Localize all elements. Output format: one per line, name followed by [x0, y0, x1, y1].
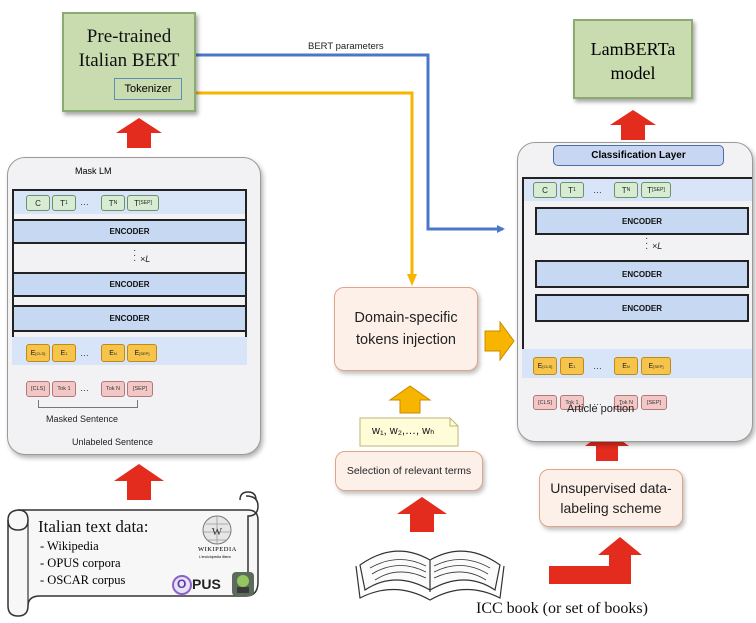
unlabeled-sentence-label: Unlabeled Sentence — [72, 437, 154, 447]
right-in-cls: [CLS] — [533, 395, 557, 410]
wikipedia-globe-icon: W — [202, 515, 232, 545]
bert-parameters-label: BERT parameters — [308, 41, 384, 52]
opus-logo-text: PUS — [192, 576, 221, 592]
right-out-ellipsis: … — [593, 185, 602, 195]
tokenizer-box: Tokenizer — [114, 78, 182, 100]
mask-lm-label: Mask LM — [75, 166, 112, 176]
pretrained-title-2: Italian BERT — [78, 50, 180, 71]
scroll-graphic — [7, 491, 259, 617]
left-in-tokn: Tok N — [101, 381, 125, 397]
article-portion-label: Article portion — [567, 403, 635, 415]
right-encoder-1: ENCODER — [535, 207, 749, 235]
yellow-arrow-right — [484, 320, 515, 362]
right-out-c: C — [533, 182, 557, 198]
wikipedia-sub-text: L'enciclopedia libera — [199, 555, 231, 559]
red-arrow-scroll — [114, 464, 164, 500]
scroll-item-opus: - OPUS corpora — [40, 556, 121, 570]
book-caption: ICC book (or set of books) — [476, 600, 648, 617]
scroll-title: Italian text data: — [38, 517, 149, 536]
right-encoder-2: ENCODER — [535, 260, 749, 288]
terms-note — [359, 417, 459, 447]
classification-layer-box: Classification Layer — [553, 145, 724, 166]
left-encoder-3: ENCODER — [12, 305, 247, 332]
red-arrow-lamberta — [610, 110, 656, 140]
right-in-tokn: Tok N — [614, 395, 638, 410]
red-arrow-unsupervised — [585, 430, 629, 461]
domain-line-1: Domain-specific — [354, 310, 458, 326]
right-in-ellipsis: … — [593, 397, 602, 407]
right-emb-sep: E[SEP] — [641, 357, 671, 375]
left-out-ellipsis: … — [80, 197, 89, 207]
lamberta-model-box: LamBERTa model — [573, 19, 693, 99]
unsupervised-line-2: labeling scheme — [560, 500, 662, 516]
book-icon — [355, 550, 505, 601]
left-encoder-1: ENCODER — [12, 219, 247, 244]
domain-line-2: tokens injection — [356, 332, 456, 348]
selection-terms-box: Selection of relevant terms — [335, 451, 483, 491]
left-xl-label: ×L — [140, 254, 151, 264]
scroll-item-wikipedia: - Wikipedia — [40, 539, 99, 553]
right-out-tsep: T[SEP] — [641, 182, 671, 198]
unsupervised-line-1: Unsupervised data- — [550, 480, 672, 496]
right-emb-ellipsis: … — [593, 361, 602, 371]
masked-sentence-label: Masked Sentence — [46, 414, 119, 424]
left-stack-border — [12, 189, 247, 348]
bert-parameters-connector — [196, 53, 505, 233]
red-arrow-book — [397, 497, 447, 532]
left-bracket — [38, 400, 138, 408]
right-in-tok1: Tok 1 — [560, 395, 584, 410]
right-encoder-3: ENCODER — [535, 294, 749, 322]
left-in-ellipsis: … — [80, 383, 89, 393]
left-emb-ellipsis: … — [80, 348, 89, 358]
left-emb-cls: E[CLS] — [26, 344, 50, 362]
right-stack-border — [522, 177, 752, 359]
left-encoder-2: ENCODER — [12, 272, 247, 297]
left-emb-sep: E[SEP] — [127, 344, 157, 362]
yellow-arrow-up — [388, 385, 432, 414]
terms-note-text: w₁, w₂,…, wₕ — [372, 425, 435, 437]
lamberta-line-1: LamBERTa — [590, 39, 676, 59]
left-in-sep: [SEP] — [127, 381, 153, 397]
scroll-item-oscar: - OSCAR corpus — [40, 573, 126, 587]
right-vdots: ··· — [645, 233, 649, 254]
oscar-badge-icon — [232, 572, 254, 596]
left-vdots: ··· — [133, 245, 137, 266]
opus-logo-o: O — [177, 577, 187, 591]
unsupervised-labeling-box: Unsupervised data- labeling scheme — [539, 469, 683, 527]
svg-text:W: W — [212, 526, 223, 538]
opus-logo-circle — [172, 575, 192, 595]
left-out-tsep: T[SEP] — [127, 195, 159, 211]
left-in-tok1: Tok 1 — [52, 381, 76, 397]
right-emb-cls: E[CLS] — [533, 357, 557, 375]
tokenizer-connector — [196, 91, 417, 286]
lamberta-line-2: model — [610, 63, 656, 83]
left-out-c: C — [26, 195, 50, 211]
red-arrow-bent — [549, 537, 642, 584]
right-in-sep: [SEP] — [641, 395, 667, 410]
red-arrow-pretrained — [116, 118, 162, 148]
right-xl-label: ×L — [652, 241, 663, 251]
pretrained-bert-box: Pre-trained Italian BERT Tokenizer — [62, 12, 196, 112]
pretrained-title-1: Pre-trained — [86, 26, 172, 47]
domain-tokens-box: Domain-specific tokens injection — [334, 287, 478, 371]
left-in-cls: [CLS] — [26, 381, 50, 397]
wikipedia-logo-text: WIKIPEDIA — [198, 546, 237, 553]
